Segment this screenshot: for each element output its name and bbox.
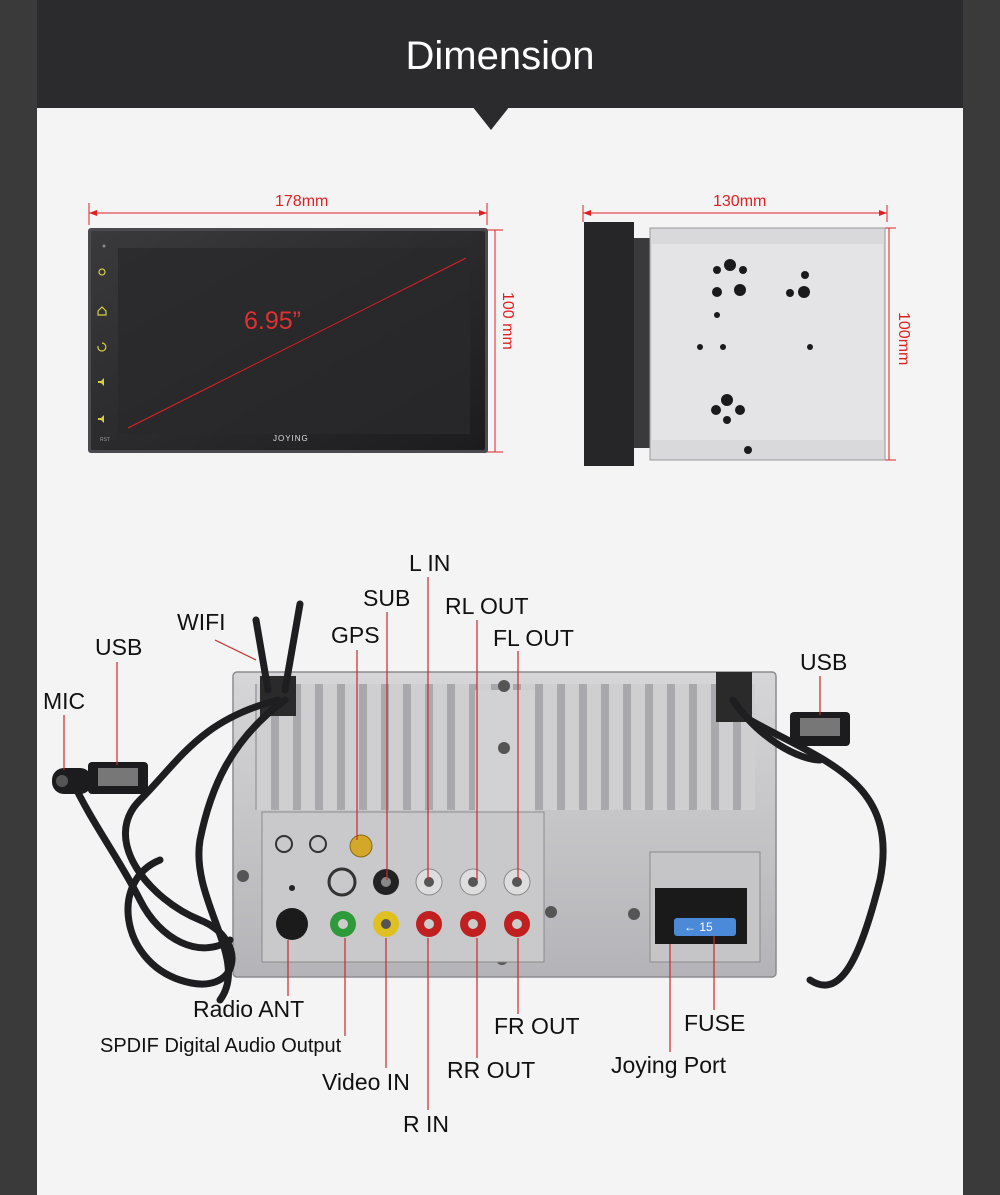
mic-connector [52,768,92,794]
usb-connector-right [790,712,850,746]
label-joying-port: Joying Port [611,1052,727,1078]
side-width-dimension [582,205,888,222]
header-notch [472,106,510,130]
label-radio-ant: Radio ANT [193,996,305,1022]
front-height-label: 100 mm [499,292,516,350]
fuse [674,918,736,936]
power-icon [98,268,106,276]
label-usb-left: USB [95,634,143,660]
front-width-label: 178mm [275,193,329,210]
gps-connector [349,834,373,858]
rear-view-unit [232,671,777,978]
usb-connector-left [88,762,148,794]
side-depth-label: 130mm [713,193,767,210]
label-wifi: WIFI [177,609,226,635]
label-l-in: L IN [409,550,451,576]
side-height-label: 100mm [895,312,912,366]
brand-logo-text: JOYING [273,434,309,443]
side-view-device [584,222,886,466]
label-fuse: FUSE [684,1010,746,1036]
front-height-dimension [487,229,503,453]
cables [68,600,887,1004]
back-icon [97,342,107,352]
label-spdif: SPDIF Digital Audio Output [100,1035,342,1057]
rca-bottom-row [330,911,530,937]
fuse-number: ← 15 [684,920,713,934]
label-rl-out: RL OUT [445,593,529,619]
mic-hole-icon [102,244,106,248]
home-icon [97,306,107,316]
diagonal-label: 6.95” [244,307,301,335]
volume-down-icon [98,415,104,423]
radio-ant-socket [276,908,308,940]
front-width-dimension [88,203,488,225]
label-fr-out: FR OUT [494,1013,580,1039]
label-rr-out: RR OUT [447,1057,536,1083]
label-sub: SUB [363,585,411,611]
label-gps: GPS [331,622,380,648]
label-r-in: R IN [403,1111,449,1137]
leader-lines [63,577,821,1110]
label-usb-right: USB [800,649,848,675]
label-fl-out: FL OUT [493,625,574,651]
rca-top-row [373,868,531,896]
header-bar: Dimension [37,0,963,108]
label-mic: MIC [43,688,86,714]
front-view-device [88,228,488,453]
page-title: Dimension [405,34,595,78]
label-video-in: Video IN [322,1069,410,1095]
rst-label: RST [100,437,110,443]
volume-up-icon [98,378,104,386]
